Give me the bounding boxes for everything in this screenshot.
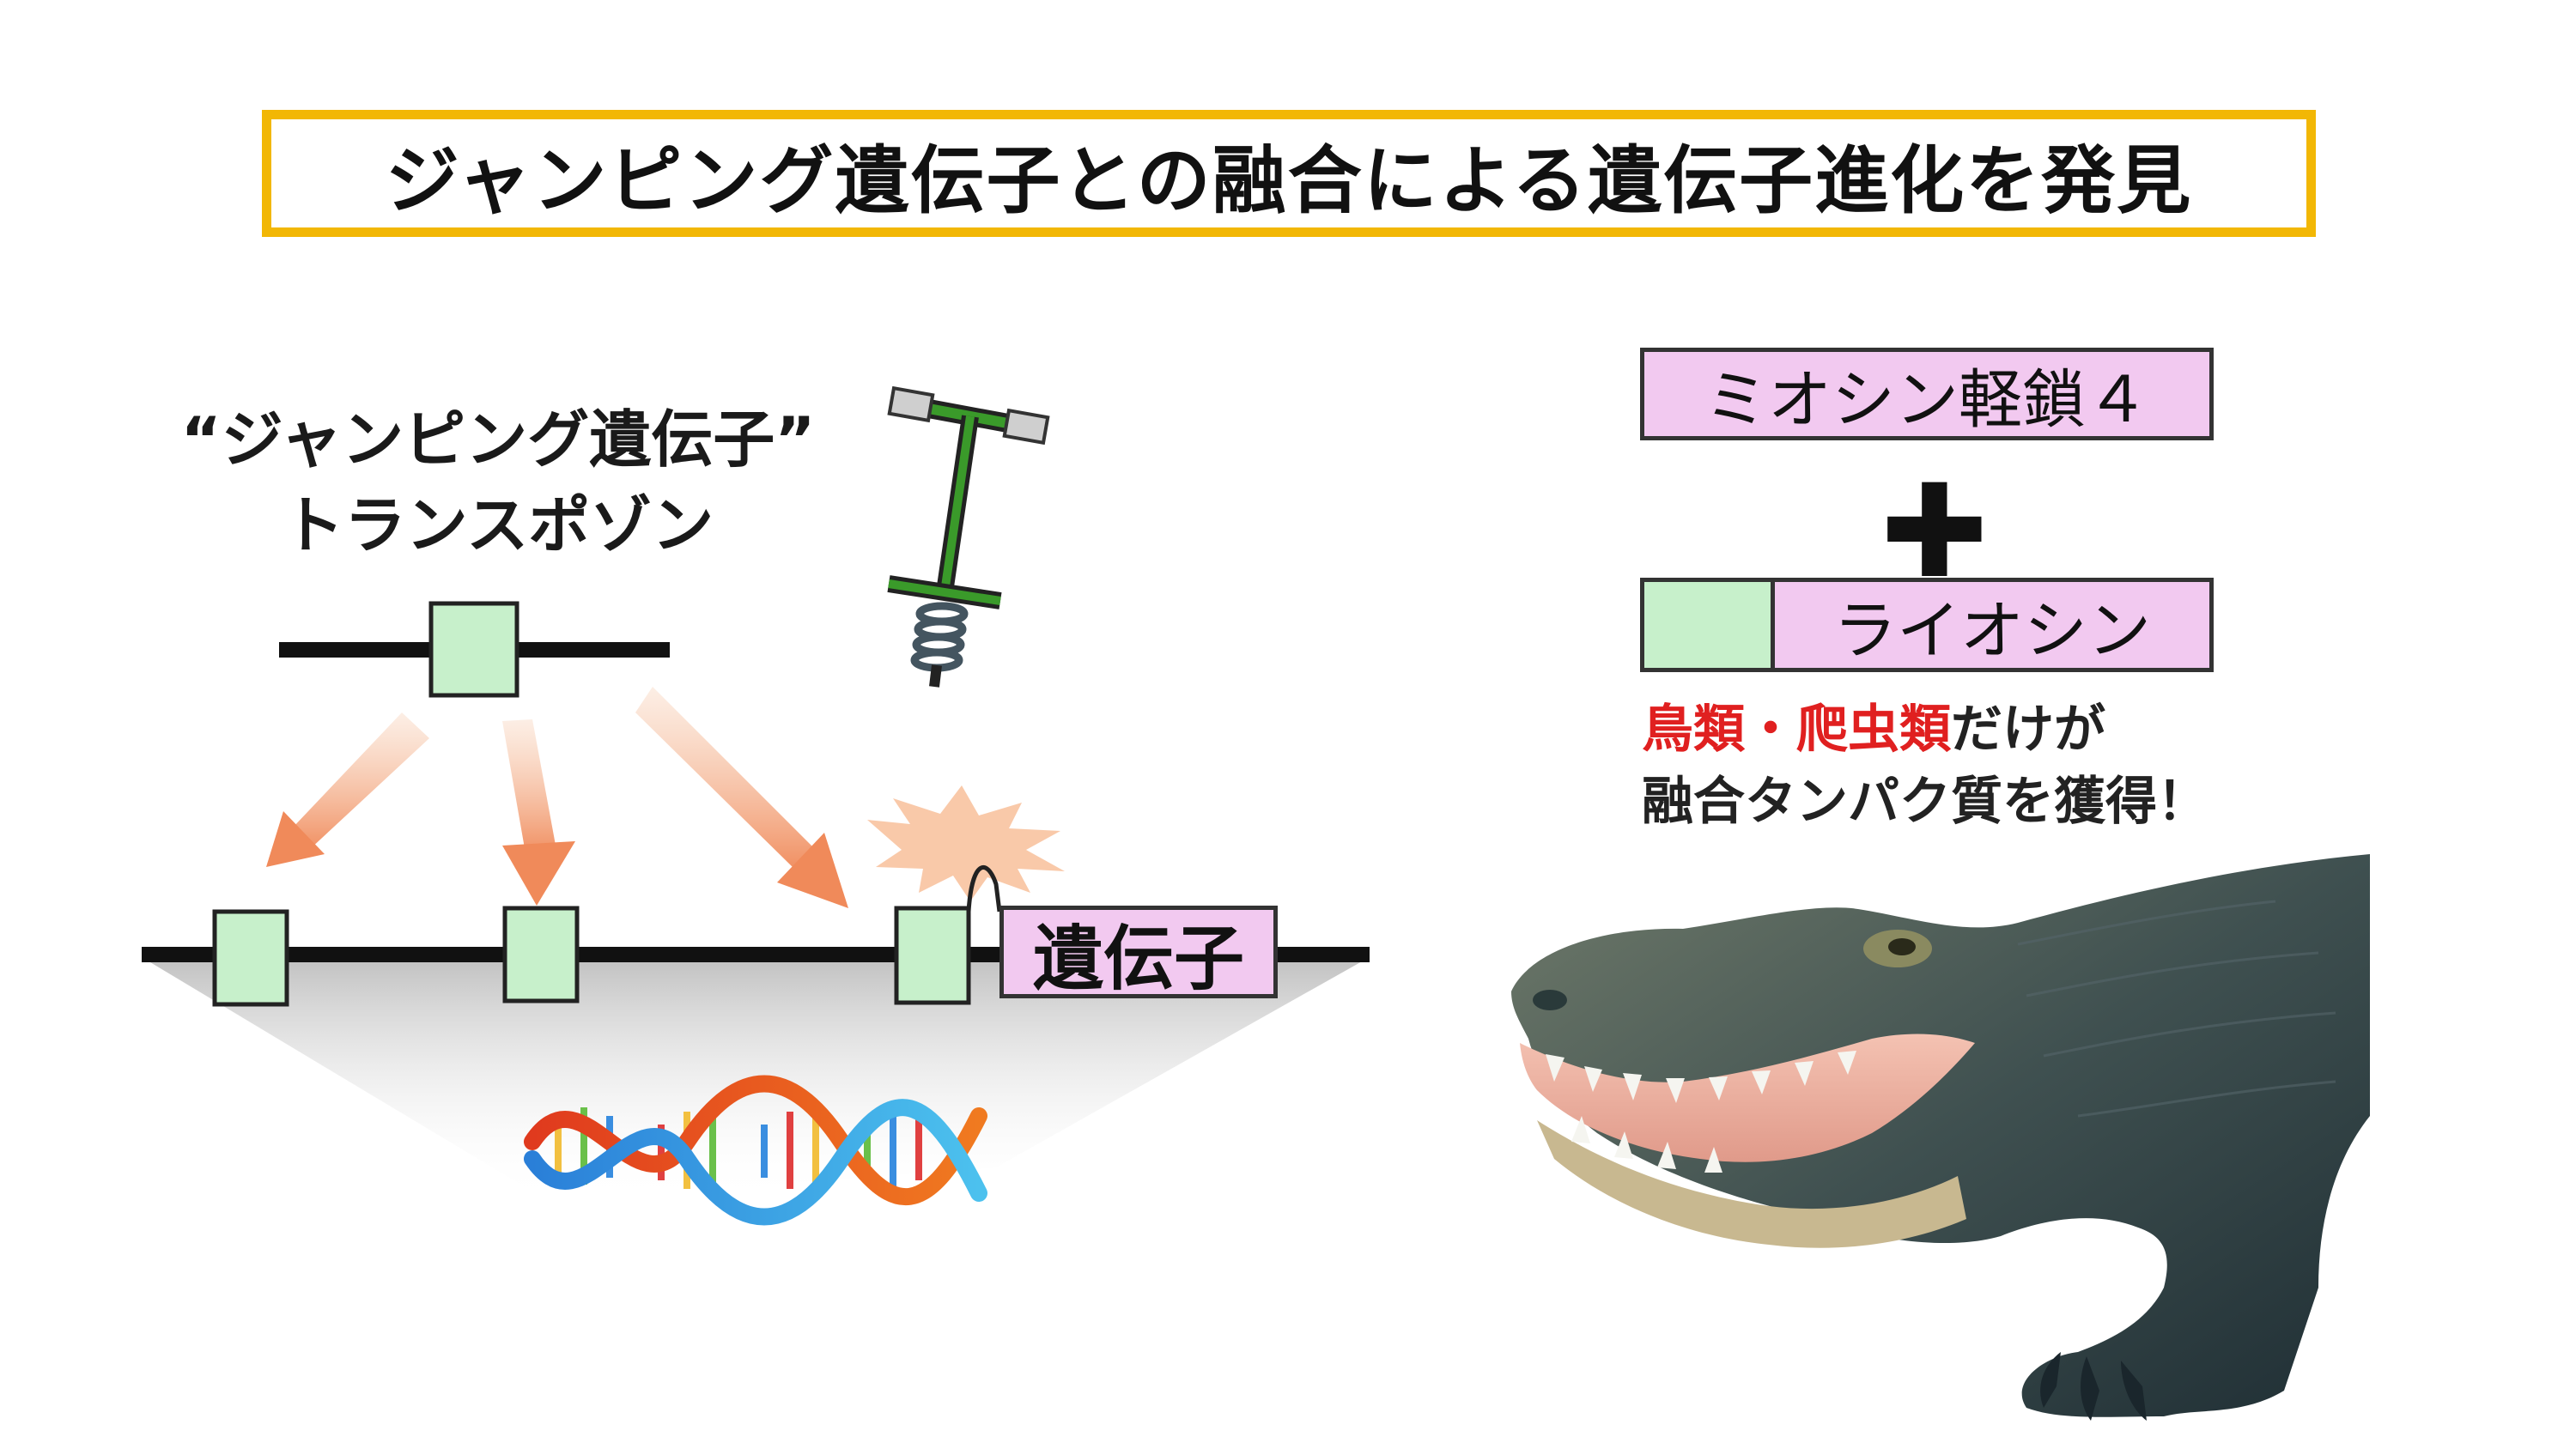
insertion-burst <box>867 785 1065 901</box>
source-transposon <box>428 601 519 698</box>
inserted-transposon-3 <box>894 906 971 1005</box>
transposon-label-line1: “ジャンピング遺伝子” <box>180 403 816 476</box>
myosin-box: ミオシン軽鎖４ <box>1640 348 2214 440</box>
note-line1: 鳥類・爬虫類だけが <box>1642 694 2329 766</box>
page-title: ジャンピング遺伝子との融合による遺伝子進化を発見 <box>385 137 2193 224</box>
fusion-label: ライオシン <box>1833 593 2151 668</box>
inserted-transposon-2 <box>502 906 580 1003</box>
inserted-transposon-1 <box>212 909 289 1007</box>
myosin-label: ミオシン軽鎖４ <box>1704 362 2149 437</box>
fusion-gene-part: ライオシン <box>1775 582 2209 668</box>
pogo-stick-icon <box>887 385 1050 688</box>
note-line2: 融合タンパク質を獲得！ <box>1642 772 2208 832</box>
fusion-protein-bar: ライオシン <box>1640 578 2214 672</box>
jump-arrow-left <box>266 712 429 867</box>
transposon-label: “ジャンピング遺伝子” トランスポゾン <box>172 397 824 568</box>
plus-icon: ✚ <box>1880 458 1989 607</box>
gene-box: 遺伝子 <box>999 906 1278 1000</box>
dna-helix-icon <box>524 1075 987 1226</box>
note-line1-rest: だけが <box>1951 700 2105 760</box>
jump-arrow-right <box>635 687 848 908</box>
transposon-label-line2: トランスポゾン <box>282 489 714 561</box>
gene-label: 遺伝子 <box>1032 918 1244 1000</box>
title-box: ジャンピング遺伝子との融合による遺伝子進化を発見 <box>262 110 2316 237</box>
finding-note: 鳥類・爬虫類だけが 融合タンパク質を獲得！ <box>1642 694 2329 838</box>
jump-arrows <box>266 687 848 908</box>
note-highlight: 鳥類・爬虫類 <box>1642 700 1951 760</box>
jump-arrow-middle <box>502 719 575 906</box>
source-chromosome <box>279 601 670 698</box>
fusion-link <box>966 865 1002 912</box>
alligator-image <box>1511 854 2370 1421</box>
fusion-transposon-part <box>1644 582 1775 668</box>
